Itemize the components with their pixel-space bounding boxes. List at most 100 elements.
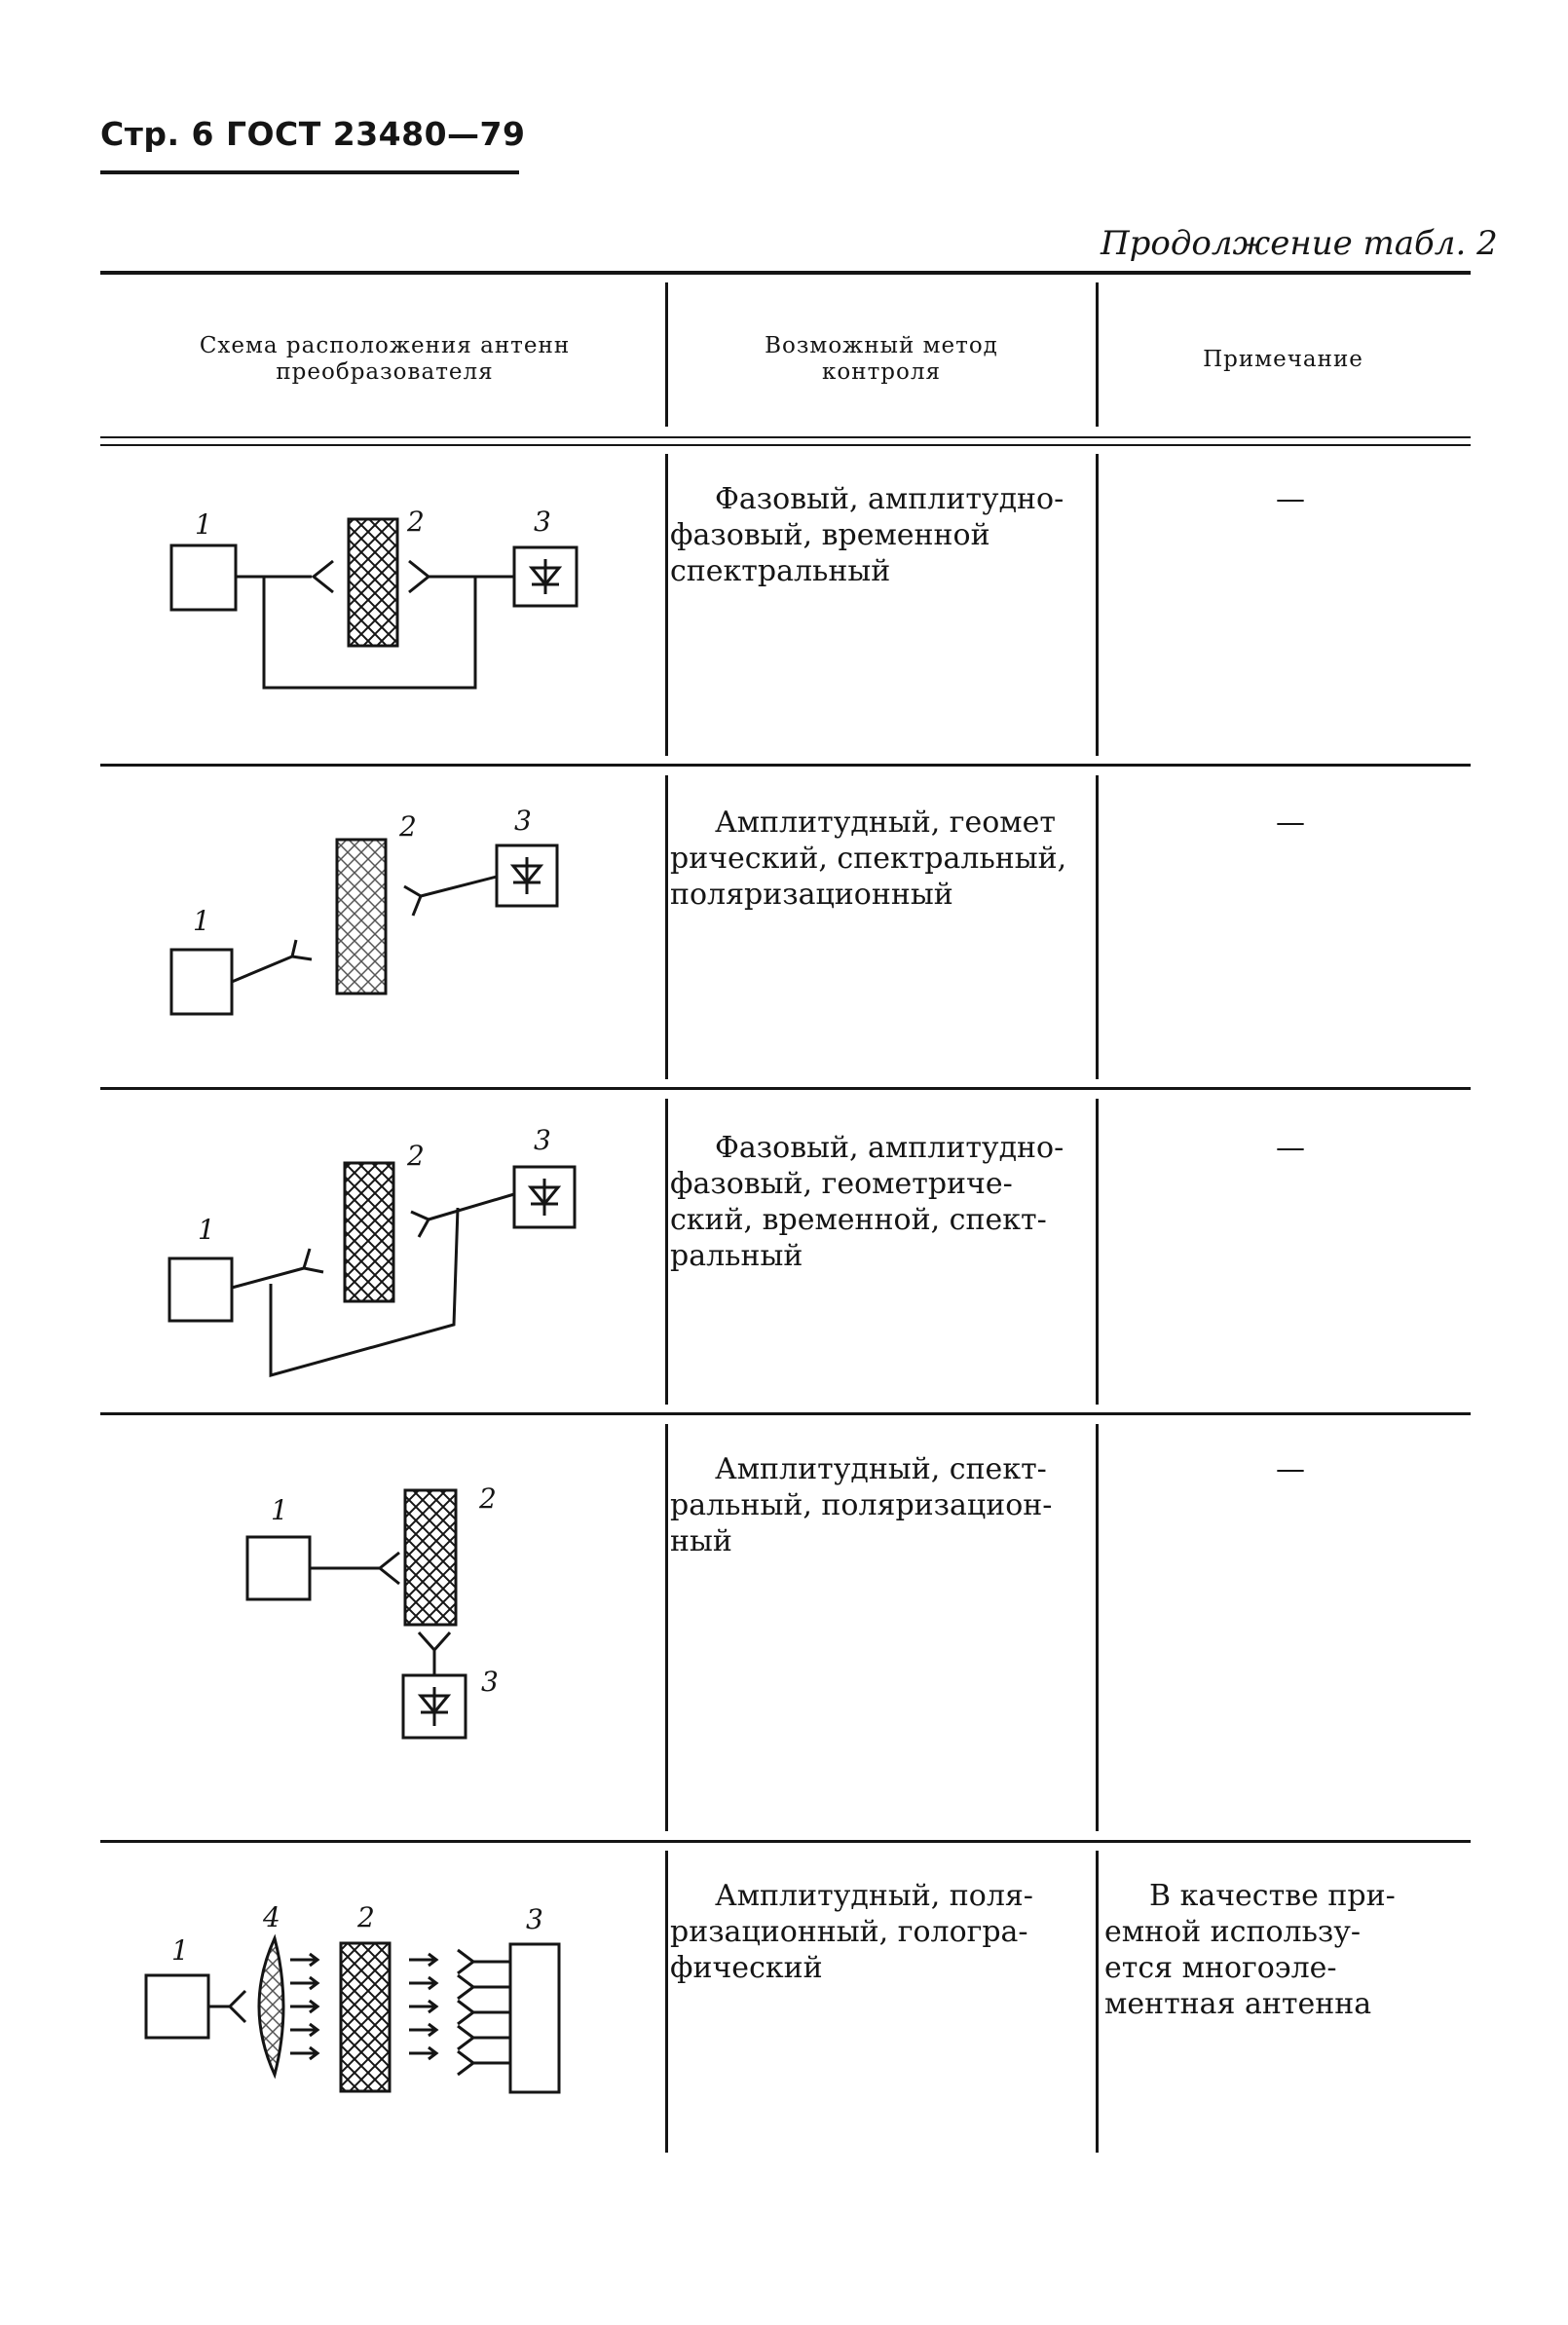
receive-horn-icon <box>408 559 431 594</box>
row-divider-4 <box>100 1840 1471 1843</box>
connection-line <box>420 875 498 898</box>
row-divider-3 <box>100 1412 1471 1415</box>
method-line: фазовый, геометриче- <box>670 1167 1013 1201</box>
generator-block-icon <box>245 1535 312 1601</box>
reference-loop-line <box>262 577 477 690</box>
column-rule-1-row2 <box>665 775 668 1079</box>
label-2: 2 <box>406 506 425 538</box>
column-header-method: Возможный метод контроля <box>765 333 998 385</box>
row5-schematic <box>144 1933 561 2094</box>
row-divider-2 <box>100 1087 1471 1090</box>
test-object-hatched <box>335 838 388 995</box>
test-object-hatched <box>339 1941 392 2093</box>
method-cell-row5: Амплитудный, поля- ризационный, гологра-… <box>670 1878 1091 1986</box>
note-cell-row2: — <box>1276 806 1305 840</box>
column-rule-1-row1 <box>665 454 668 756</box>
method-line: спектральный <box>670 554 891 588</box>
column-rule-2-row1 <box>1096 454 1099 756</box>
method-line: рический, спектральный, <box>670 842 1067 876</box>
header-rule <box>100 170 519 174</box>
column-rule-2-row2 <box>1096 775 1099 1079</box>
label-2: 2 <box>478 1482 497 1515</box>
method-line: ризационный, гологра- <box>670 1915 1028 1949</box>
diode-icon <box>527 1179 562 1216</box>
page-header: Стр. 6 ГОСТ 23480—79 <box>100 115 525 153</box>
column-rule-2-head <box>1096 282 1099 427</box>
diode-icon <box>528 559 563 594</box>
column-rule-2-row5 <box>1096 1851 1099 2153</box>
label-1: 1 <box>195 508 212 541</box>
transmit-horn-icon <box>302 1248 324 1274</box>
diode-icon <box>509 857 544 894</box>
method-cell-row1: Фазовый, амплитудно- фазовый, временной … <box>670 481 1091 589</box>
label-1: 1 <box>171 1934 189 1967</box>
label-3: 3 <box>534 506 551 538</box>
method-line: ральный <box>670 1239 803 1273</box>
method-line: фазовый, временной <box>670 518 990 552</box>
transmit-horn-icon <box>208 1989 247 2024</box>
label-3: 3 <box>514 805 532 837</box>
note-cell-row5: В качестве при- емной использу- ется мно… <box>1104 1878 1408 2022</box>
note-line: В качестве при- <box>1149 1879 1396 1913</box>
label-1: 1 <box>271 1494 288 1526</box>
generator-block-icon <box>169 544 238 612</box>
test-object-hatched <box>343 1161 395 1303</box>
label-2: 2 <box>356 1901 375 1933</box>
note-line: емной использу- <box>1104 1915 1362 1949</box>
note-cell-row1: — <box>1276 482 1305 516</box>
standard-number: ГОСТ 23480—79 <box>225 115 526 153</box>
method-line: Амплитудный, геомет <box>715 806 1056 840</box>
receive-horn-icon <box>410 1210 431 1238</box>
method-line: поляризационный <box>670 878 953 912</box>
note-line: ментная антенна <box>1104 1987 1372 2021</box>
diode-icon <box>417 1687 452 1726</box>
transmit-horn-icon <box>311 559 334 594</box>
header-bottom-rule-2 <box>100 444 1471 446</box>
method-cell-row3: Фазовый, амплитудно- фазовый, геометриче… <box>670 1130 1091 1274</box>
column-header-scheme: Схема расположения антенн преобразовател… <box>199 333 571 385</box>
page-label: Стр. 6 <box>100 115 214 153</box>
method-line: Амплитудный, спект- <box>715 1452 1047 1486</box>
row3-schematic <box>168 1161 577 1377</box>
antenna-array-icon <box>457 1948 510 2077</box>
label-1: 1 <box>193 905 210 937</box>
note-cell-row4: — <box>1276 1452 1305 1486</box>
row4-schematic <box>245 1488 467 1740</box>
transmit-horn-icon <box>290 939 313 961</box>
label-3: 3 <box>526 1903 543 1935</box>
connection-line <box>428 1192 515 1221</box>
wave-arrow-icon <box>409 1952 439 2061</box>
column-header-note: Примечание <box>1203 347 1363 372</box>
column-rule-2-row3 <box>1096 1099 1099 1405</box>
test-object-hatched <box>347 517 399 648</box>
method-line: Фазовый, амплитудно- <box>715 1131 1064 1165</box>
table-top-rule <box>100 271 1471 275</box>
test-object-hatched <box>403 1488 458 1627</box>
generator-block-icon <box>169 948 234 1016</box>
row2-schematic <box>169 838 559 1016</box>
column-rule-1-row4 <box>665 1424 668 1831</box>
method-cell-row2: Амплитудный, геомет рический, спектральн… <box>670 805 1091 913</box>
lens-icon <box>257 1933 285 2080</box>
table-continuation-label: Продолжение табл. 2 <box>1101 224 1498 263</box>
reference-loop-line <box>269 1207 460 1377</box>
label-3: 3 <box>481 1666 499 1698</box>
note-cell-row3: — <box>1276 1131 1305 1165</box>
method-line: ный <box>670 1524 732 1558</box>
label-1: 1 <box>198 1214 215 1246</box>
label-2: 2 <box>398 810 417 843</box>
method-line: Фазовый, амплитудно- <box>715 482 1064 516</box>
receive-horn-icon <box>417 1631 452 1653</box>
label-4: 4 <box>262 1901 280 1933</box>
transmit-horn-icon <box>377 1551 400 1586</box>
column-rule-1-head <box>665 282 668 427</box>
receive-horn-icon <box>403 884 423 917</box>
note-line: ется многоэле- <box>1104 1951 1337 1985</box>
method-line: Амплитудный, поля- <box>715 1879 1033 1913</box>
method-cell-row4: Амплитудный, спект- ральный, поляризацио… <box>670 1451 1091 1559</box>
label-2: 2 <box>406 1140 425 1172</box>
column-rule-1-row5 <box>665 1851 668 2153</box>
wave-arrow-icon <box>290 1952 320 2061</box>
generator-block-icon <box>168 1256 234 1323</box>
